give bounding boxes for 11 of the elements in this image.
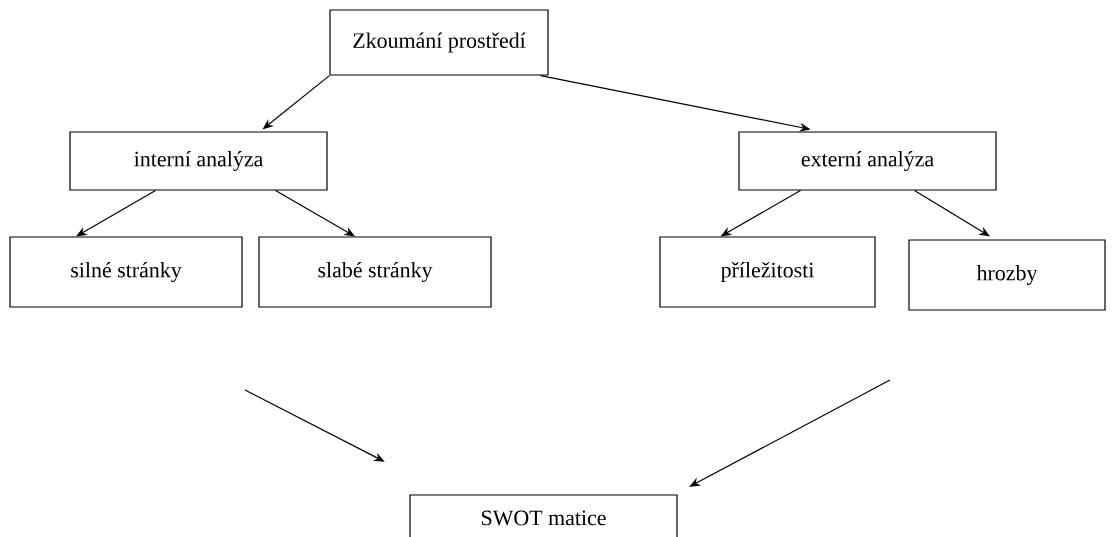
process-box: silné stránky (9, 236, 243, 308)
process-box: externí analýza (738, 131, 997, 191)
process-box: hrozby (908, 239, 1106, 311)
arrow (274, 190, 355, 237)
result-box: SWOT matice (409, 494, 678, 537)
process-box: příležitosti (659, 236, 876, 308)
arrow (913, 190, 990, 237)
process-box: interní analýza (69, 131, 328, 191)
process-box: slabé stránky (258, 236, 492, 308)
process-box: Zkoumání prostředí (329, 9, 549, 76)
arrow (76, 190, 157, 237)
